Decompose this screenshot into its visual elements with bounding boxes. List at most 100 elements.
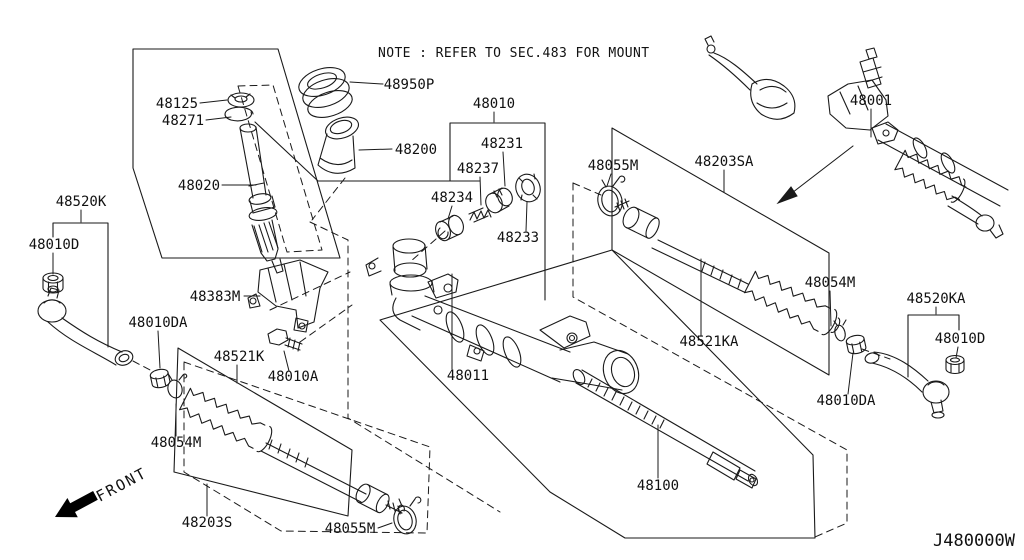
column-boot-art bbox=[317, 116, 360, 174]
leader-line-48010DA-22 bbox=[847, 352, 854, 395]
leader-line-48234-8 bbox=[447, 205, 453, 220]
boot-clamp-small-left-art bbox=[167, 373, 188, 399]
spring-48237-art bbox=[468, 207, 492, 223]
plug-48231-art bbox=[485, 187, 513, 214]
leader-line-48010DA-16 bbox=[157, 330, 161, 369]
leader-line-48231-6 bbox=[502, 151, 506, 187]
part-label-48237-7: 48237 bbox=[457, 161, 499, 177]
column-seal-art bbox=[298, 67, 353, 118]
dashed-box-housing bbox=[309, 221, 501, 513]
tie-rod-nut-left-art bbox=[42, 272, 64, 294]
leader-line-48055M-27 bbox=[377, 522, 393, 529]
outer-tie-rod-right-art bbox=[864, 351, 965, 419]
mount-bolt-art bbox=[267, 328, 303, 352]
group-boxes bbox=[52, 48, 960, 539]
leader-line-48125-0 bbox=[199, 99, 228, 104]
inner-tie-rod-right-art bbox=[614, 198, 867, 355]
part-label-48521KA-21: 48521KA bbox=[679, 334, 739, 350]
lock-nut-right-inner-art bbox=[845, 334, 867, 355]
part-label-48203SA-11: 48203SA bbox=[694, 154, 754, 170]
box-48520K-group bbox=[52, 222, 109, 348]
dashed-link-bracket bbox=[269, 271, 351, 311]
leader-line-48233-9 bbox=[525, 201, 528, 232]
part-label-48950P-3: 48950P bbox=[384, 77, 435, 93]
leader-line-48950P-3 bbox=[349, 81, 384, 85]
front-label: FRONT bbox=[93, 464, 150, 506]
part-label-48234-8: 48234 bbox=[431, 190, 473, 206]
front-indicator: FRONT bbox=[55, 464, 150, 518]
part-label-48521K-17: 48521K bbox=[214, 349, 265, 365]
part-label-48054M-25: 48054M bbox=[151, 435, 202, 451]
dashed-link-column-boot bbox=[311, 177, 346, 221]
ring-nut-48233-art bbox=[515, 173, 541, 203]
leader-line-48271-1 bbox=[205, 116, 232, 121]
tie-rod-nut-right-art bbox=[945, 354, 965, 375]
input-shaft-art bbox=[239, 123, 284, 274]
dashed-link-tierod-right bbox=[861, 348, 891, 360]
box-column-shaft-group bbox=[132, 48, 341, 259]
box-rack-group bbox=[379, 249, 816, 539]
boot-clamp-small-right-art bbox=[833, 319, 847, 342]
box-48010-group bbox=[449, 122, 546, 301]
boot-clamp-top-art bbox=[597, 175, 626, 217]
inner-tie-rod-left-art bbox=[149, 368, 405, 515]
leader-line-48200-4 bbox=[358, 148, 393, 151]
washer-48125-art bbox=[227, 92, 255, 108]
dashed-link-bolt bbox=[299, 304, 353, 343]
part-label-48271-1: 48271 bbox=[162, 113, 204, 129]
direction-arrow-line bbox=[787, 145, 854, 197]
part-label-48100-28: 48100 bbox=[637, 478, 679, 494]
part-label-48055M-27: 48055M bbox=[325, 521, 376, 537]
boot-clamp-bottom-art bbox=[393, 496, 422, 535]
outer-tie-rod-left-art bbox=[37, 272, 134, 366]
dashed-link-clamp bbox=[572, 182, 602, 196]
part-label-48010A-18: 48010A bbox=[268, 369, 319, 385]
leader-line-48010A-18 bbox=[283, 350, 290, 372]
lock-nut-left-inner-art bbox=[149, 368, 171, 389]
diagram-code: J480000W bbox=[933, 531, 1016, 551]
note-text: NOTE : REFER TO SEC.483 FOR MOUNT bbox=[378, 46, 649, 61]
box-seal-group-edge bbox=[254, 121, 481, 182]
part-label-48200-4: 48200 bbox=[395, 142, 437, 158]
part-label-48020-2: 48020 bbox=[178, 178, 220, 194]
front-arrow-icon bbox=[55, 491, 98, 518]
dashed-link-tierod-left bbox=[132, 360, 153, 372]
part-label-48233-9: 48233 bbox=[497, 230, 539, 246]
box-48203SA-group bbox=[611, 127, 830, 376]
part-label-48520KA-23: 48520KA bbox=[906, 291, 966, 307]
leader-line-48237-7 bbox=[479, 176, 482, 206]
box-48521K-group bbox=[173, 347, 353, 517]
heat-shield-bracket-art bbox=[247, 259, 329, 333]
part-label-48203S-26: 48203S bbox=[182, 515, 233, 531]
part-label-48383M-15: 48383M bbox=[190, 289, 241, 305]
part-label-48010DA-22: 48010DA bbox=[816, 393, 876, 409]
dashed-guides bbox=[132, 84, 891, 538]
part-label-48010-5: 48010 bbox=[473, 96, 515, 112]
leader-line-48055M-10 bbox=[606, 173, 612, 187]
part-label-48011-19: 48011 bbox=[447, 368, 489, 384]
part-label-48010D-14: 48010D bbox=[29, 237, 80, 253]
part-label-48231-6: 48231 bbox=[481, 136, 523, 152]
snap-ring-48271-art bbox=[224, 106, 254, 122]
part-label-48010D-24: 48010D bbox=[935, 331, 986, 347]
ball-stud-icon bbox=[706, 44, 716, 54]
direction-arrow-head-icon bbox=[776, 186, 798, 205]
rack-guide-art bbox=[435, 214, 464, 242]
dashed-box-right-group bbox=[572, 182, 848, 538]
rack-bar-art bbox=[572, 369, 759, 489]
part-label-48010DA-16: 48010DA bbox=[128, 315, 188, 331]
dashed-box-left-group bbox=[183, 361, 431, 534]
gear-housing-art bbox=[365, 238, 640, 395]
steering-gear-assembly-art bbox=[704, 35, 1009, 239]
leader-line-48010D-24 bbox=[955, 346, 959, 359]
part-label-48054M-20: 48054M bbox=[805, 275, 856, 291]
part-label-48055M-10: 48055M bbox=[588, 158, 639, 174]
part-label-48520K-13: 48520K bbox=[56, 194, 107, 210]
part-label-48125-0: 48125 bbox=[156, 96, 198, 112]
box-48520KA-group bbox=[907, 314, 960, 378]
dashed-link-bushing bbox=[409, 230, 446, 263]
part-label-48001-12: 48001 bbox=[850, 93, 892, 109]
